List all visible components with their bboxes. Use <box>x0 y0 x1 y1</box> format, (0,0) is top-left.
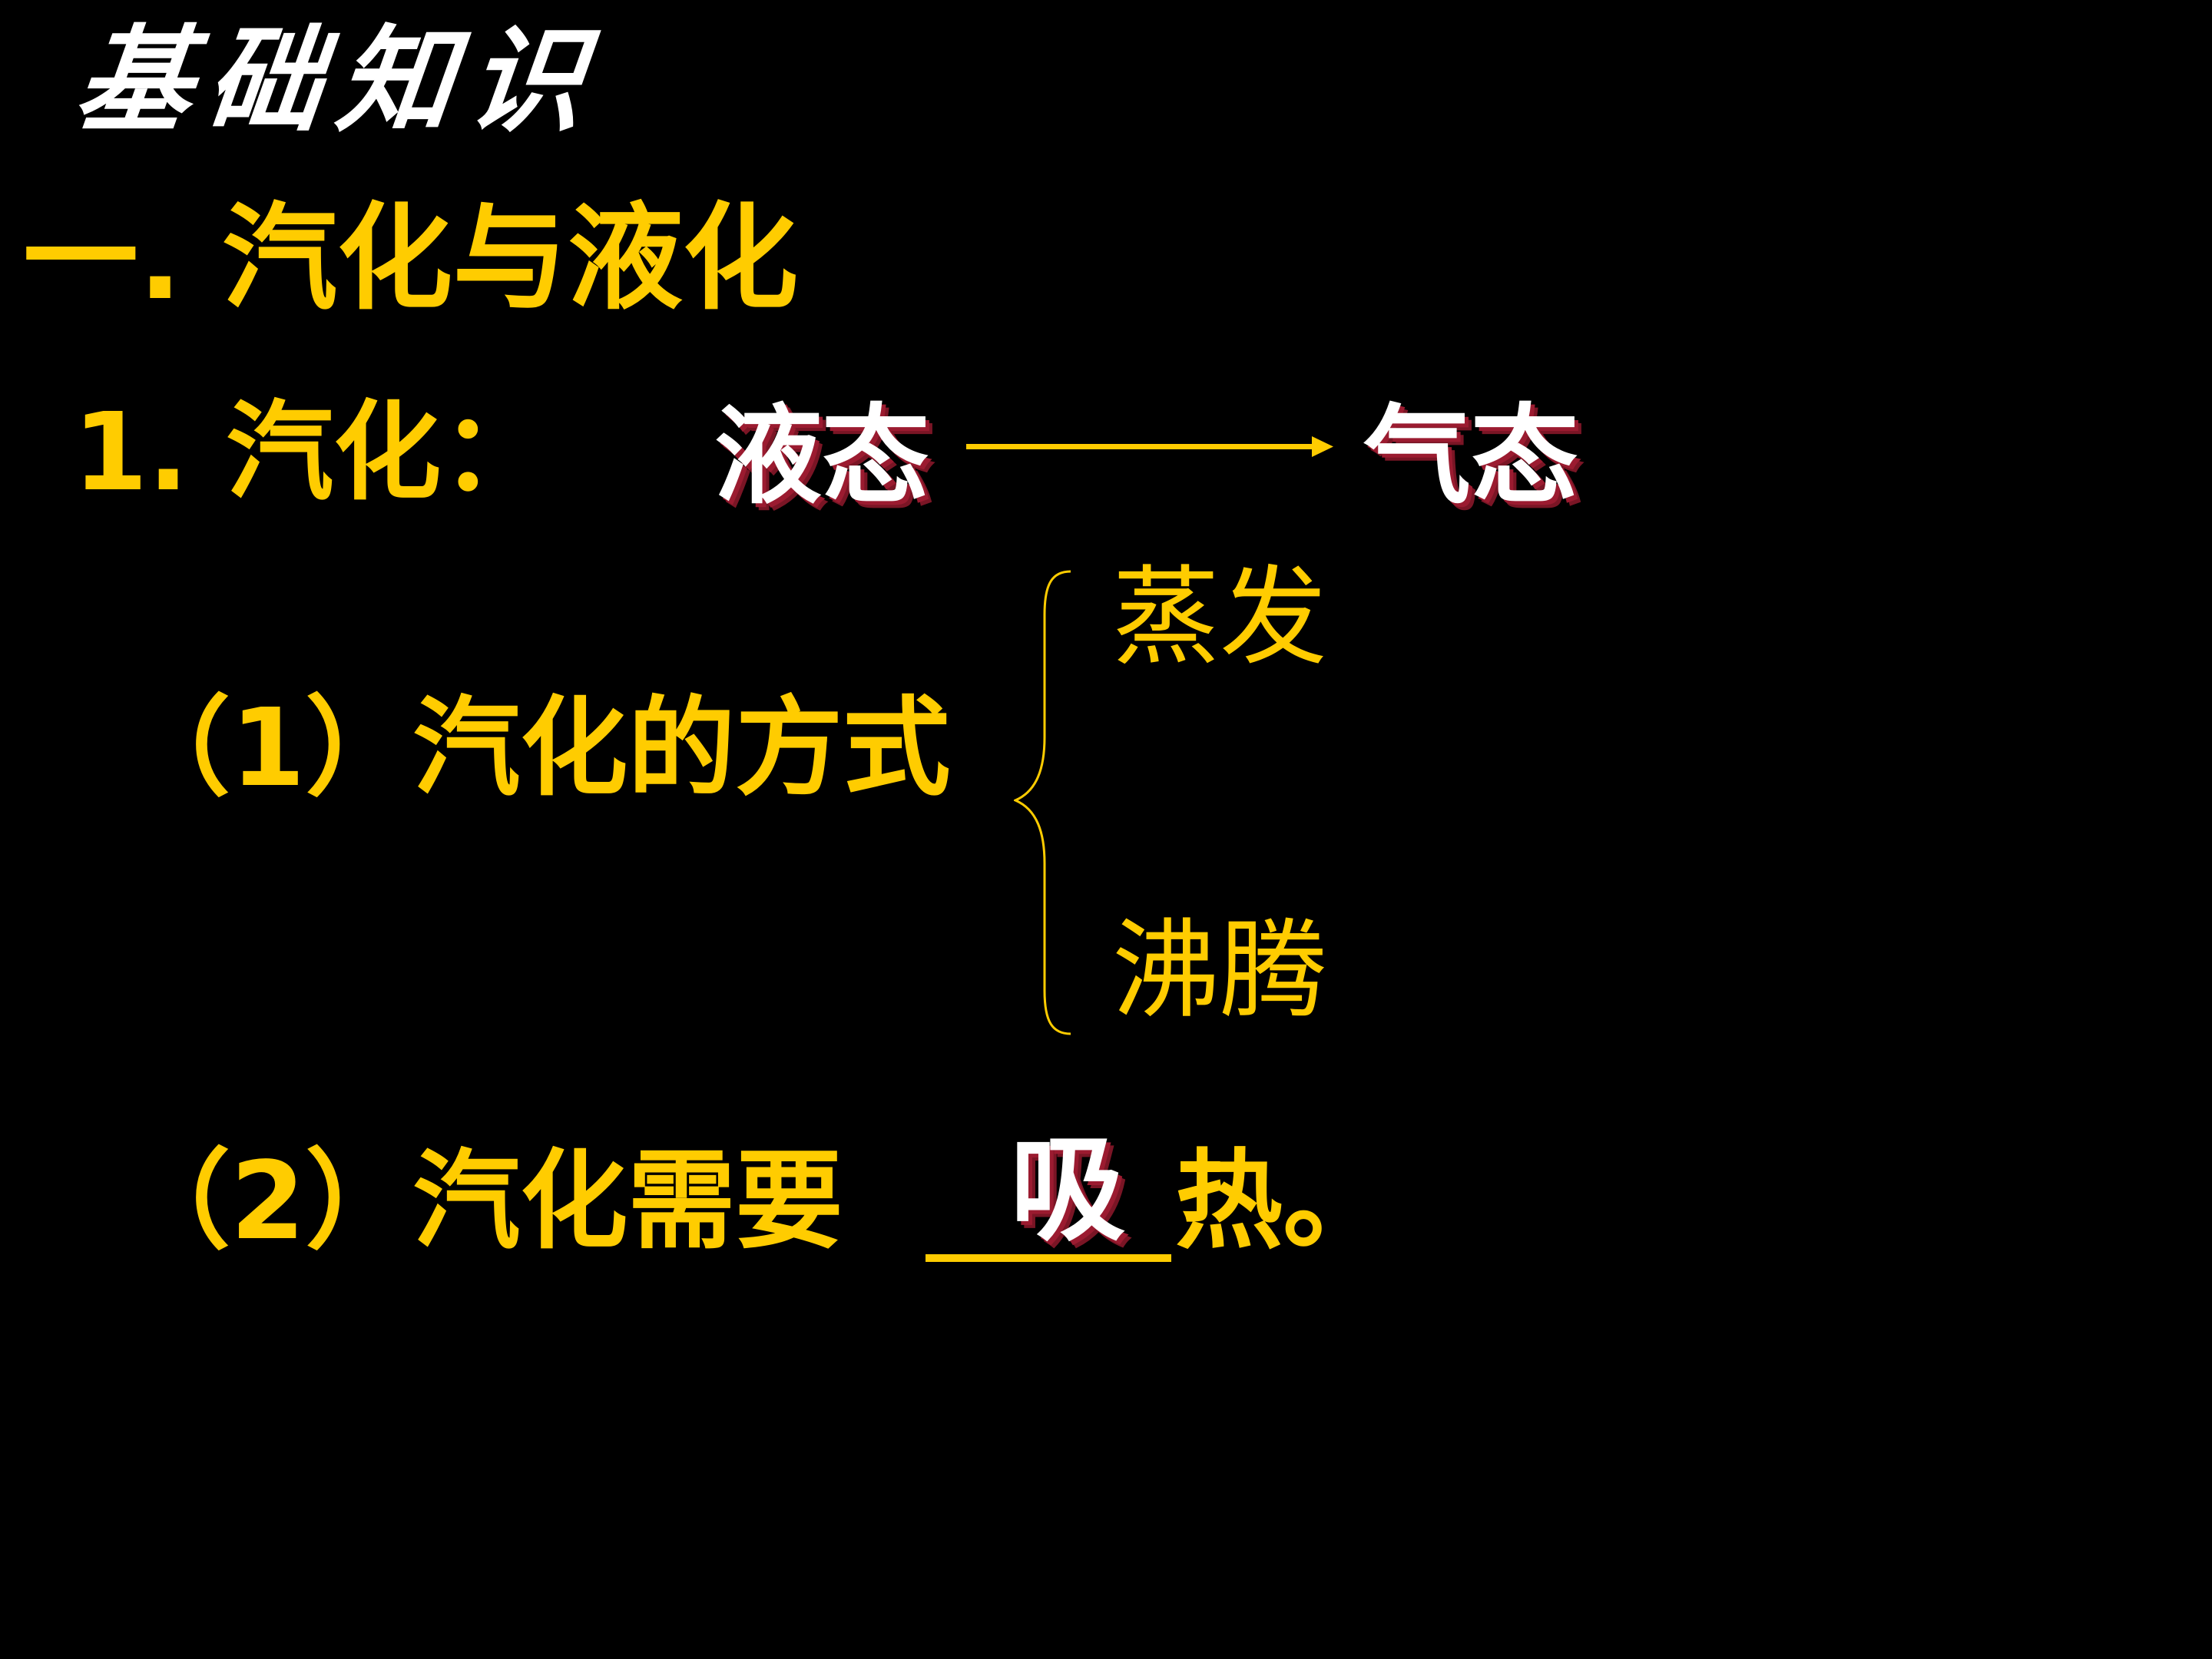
blank-answer: 吸 <box>1010 1124 1126 1257</box>
vaporization-methods-label: （1）汽化的方式 <box>123 686 951 811</box>
slide-title: 基础知识 <box>69 13 607 148</box>
fill-in-blank-line <box>926 1254 1171 1262</box>
gas-state-label: 气态 <box>1363 394 1579 519</box>
method-evaporation: 蒸发 <box>1112 555 1328 680</box>
method-boiling: 沸腾 <box>1112 909 1328 1034</box>
item-1-label: 1. 汽化： <box>73 390 549 515</box>
section-heading: 一. 汽化与液化 <box>23 192 799 326</box>
liquid-state-label: 液态 <box>714 394 930 519</box>
heat-suffix: 热。 <box>1175 1139 1391 1264</box>
curly-brace-icon <box>1012 561 1075 1045</box>
right-arrow-icon <box>966 435 1335 458</box>
heat-requirement-label: （2）汽化需要 <box>123 1139 843 1264</box>
